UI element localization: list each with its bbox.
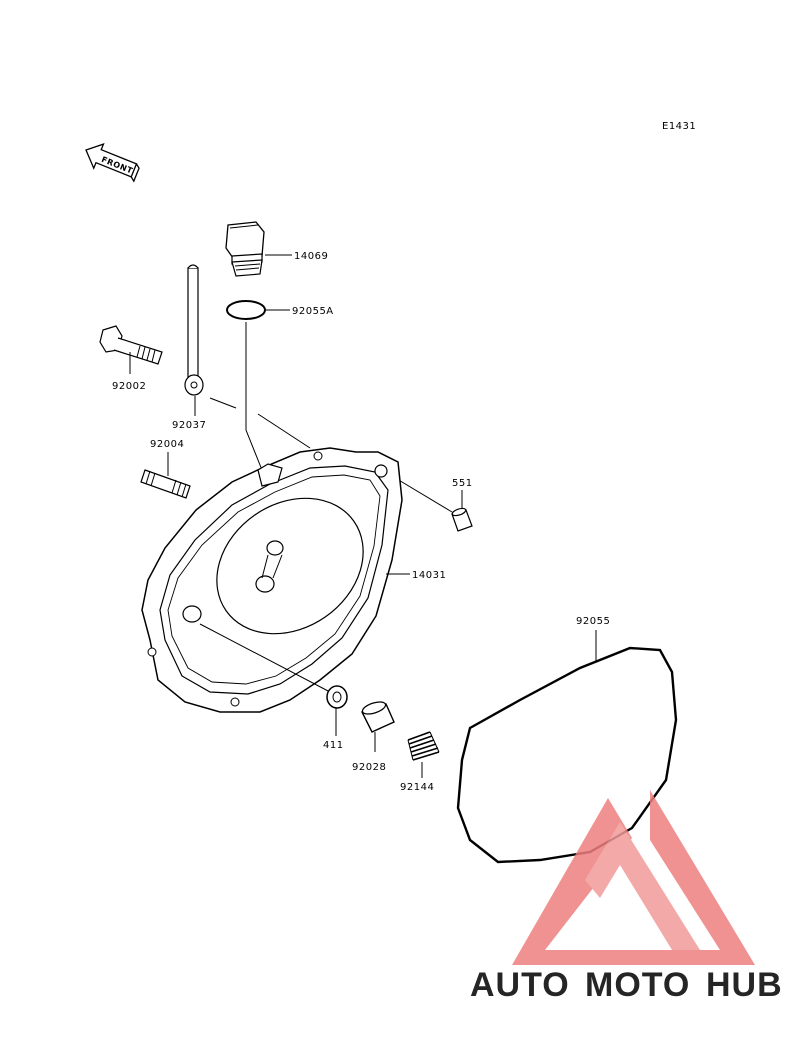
- part-number-411: 411: [323, 740, 344, 751]
- part-number-92004: 92004: [150, 439, 184, 450]
- dipstick-part: [184, 264, 204, 416]
- part-number-551: 551: [452, 478, 473, 489]
- part-number-92055: 92055: [576, 616, 610, 627]
- clutch-cover-part: [141, 447, 410, 713]
- part-number-14069: 14069: [294, 251, 328, 262]
- watermark-text-auto: AUTO: [470, 966, 570, 1004]
- stud-bolt-part: [140, 452, 191, 499]
- cover-gasket-part: [456, 646, 678, 864]
- bolt-part: [99, 325, 163, 374]
- o-ring-small-part: [226, 300, 266, 320]
- oil-filler-cap-part: [225, 221, 292, 277]
- part-number-92002: 92002: [112, 381, 146, 392]
- part-number-92144: 92144: [400, 782, 434, 793]
- front-arrow-icon: FRONT: [85, 143, 140, 183]
- part-number-14031: 14031: [412, 570, 446, 581]
- automotohub-logo: AUTO MOTO HUB: [470, 790, 783, 1004]
- spring-part: [407, 731, 440, 778]
- watermark-text-moto: MOTO: [585, 966, 690, 1004]
- diagram-code: E1431: [662, 121, 696, 132]
- dowel-pin-part: [451, 490, 473, 532]
- oil-seal-part: [326, 685, 348, 736]
- part-number-92037: 92037: [172, 420, 206, 431]
- collar-part: [361, 701, 395, 752]
- watermark-text-hub: HUB: [706, 966, 783, 1004]
- part-number-92028: 92028: [352, 762, 386, 773]
- part-number-92055A: 92055A: [292, 306, 334, 317]
